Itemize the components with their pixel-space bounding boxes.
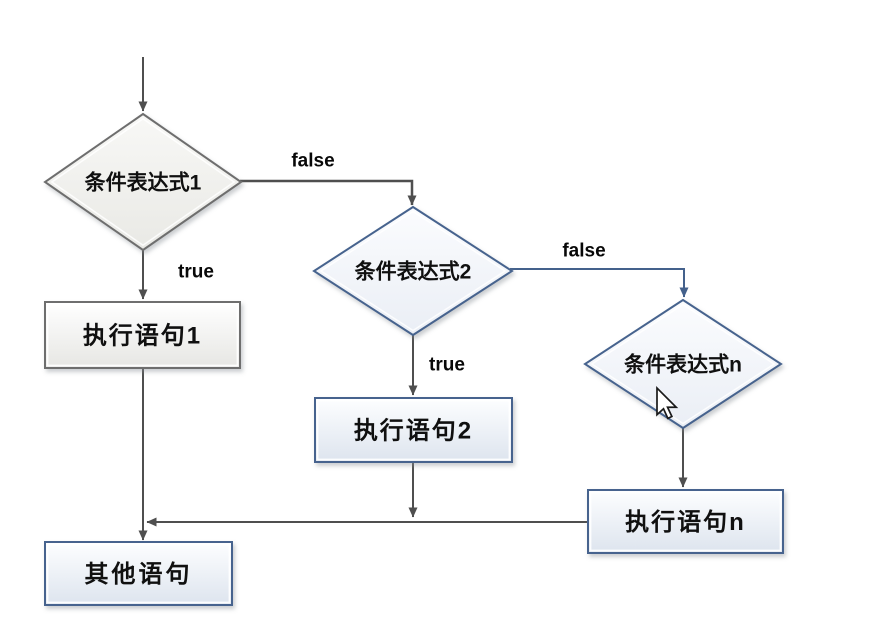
edge-label-cond2-false: false [562,241,605,262]
condn-inner-highlight [590,303,776,425]
stmt1-label: 执行语句1 [83,322,202,350]
condn-diamond-shape [583,298,783,430]
mouse-cursor-icon [656,385,679,420]
edge-label-cond2-true: true [429,355,465,376]
edge-cond2-false [510,268,689,298]
cond2-label: 条件表达式2 [355,260,472,284]
stmt2-inner-highlight [316,399,511,461]
cond1-inner-highlight [50,117,236,247]
node-stmtn: 执行语句n [587,489,784,554]
other-label: 其他语句 [85,561,193,588]
cond2-diamond-shape [312,205,514,337]
cond1-label: 条件表达式1 [85,171,202,195]
node-condn: 条件表达式n [583,298,783,430]
stmtn-box-shape [587,489,784,554]
edge-label-cond1-false: false [291,151,334,172]
node-cond1: 条件表达式1 [43,112,243,252]
stmt2-label: 执行语句2 [354,417,473,445]
cond2-inner-highlight [319,210,507,332]
stmtn-label: 执行语句n [625,508,746,536]
condn-label: 条件表达式n [624,353,742,377]
node-cond2: 条件表达式2 [312,205,514,337]
other-inner-highlight [46,543,231,604]
stmt1-inner-highlight [46,303,239,367]
stmtn-inner-highlight [589,491,782,552]
node-stmt2: 执行语句2 [314,397,513,463]
stmt1-box-shape [44,301,241,369]
edge-cond1-false [240,179,417,206]
other-box-shape [44,541,233,606]
node-stmt1: 执行语句1 [44,301,241,369]
stmt2-box-shape [314,397,513,463]
node-other: 其他语句 [44,541,233,606]
cond1-diamond-shape [43,112,243,252]
edge-label-cond1-true: true [178,262,214,283]
